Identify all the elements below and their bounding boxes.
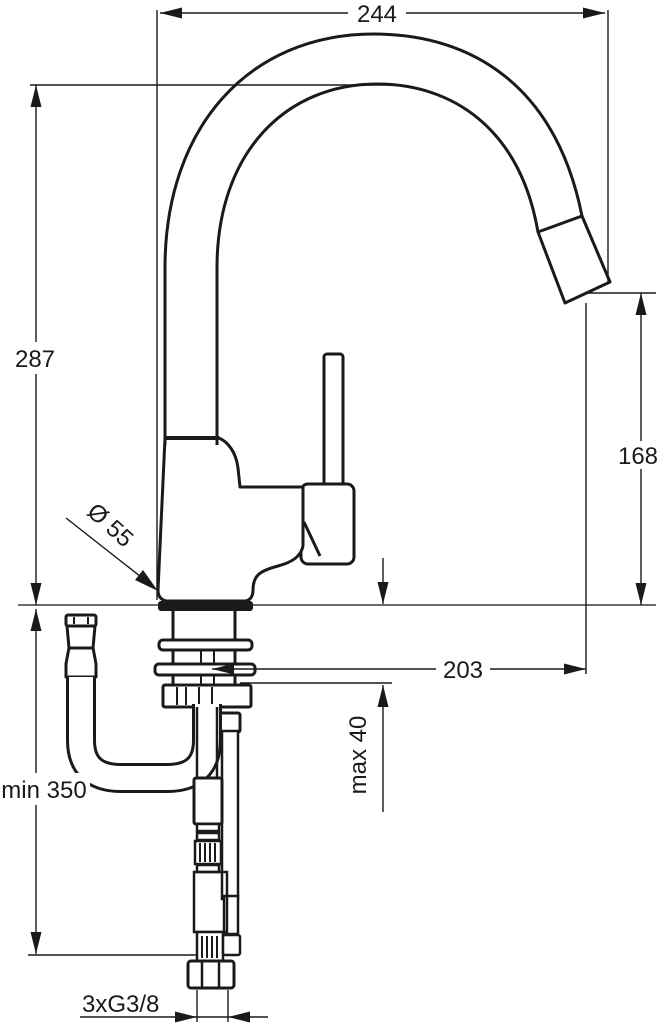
arrowhead (228, 1011, 250, 1023)
hose-connector (64, 613, 98, 679)
dimension-max-deck-thickness: max 40 (240, 558, 392, 812)
arrowhead (635, 583, 647, 605)
dimension-supply-thread: 3xG3/8 (80, 990, 268, 1023)
gooseneck-spout (163, 32, 584, 445)
dim-label-thread: 3xG3/8 (82, 991, 159, 1018)
arrowhead (175, 1011, 197, 1023)
dimension-outlet-height: 168 (588, 292, 659, 605)
arrowhead (135, 570, 158, 591)
dim-label-min350: min 350 (1, 777, 86, 804)
handle-base (299, 482, 356, 566)
dim-label-max40: max 40 (345, 716, 372, 795)
dimension-base-diameter: Ø 55 (65, 498, 158, 591)
dimension-min-clearance: min 350 (0, 609, 196, 956)
arrowhead (160, 7, 182, 19)
pull-out-hose (66, 677, 222, 793)
dim-label-287: 287 (15, 346, 55, 373)
supply-tail-pipe (215, 711, 242, 936)
connection-hex-nut (186, 959, 236, 990)
arrowhead (30, 932, 42, 954)
arrowhead (212, 663, 234, 675)
faucet-body (156, 436, 322, 611)
dimension-spout-reach: 203 (212, 303, 587, 684)
mounting-nut (161, 683, 253, 709)
dim-label-diameter: Ø 55 (82, 498, 139, 553)
supply-hose-assembly (186, 707, 242, 990)
arrowhead (30, 85, 42, 107)
arrowhead (30, 583, 42, 605)
dim-label-168: 168 (618, 443, 658, 470)
dim-label-203: 203 (443, 657, 483, 684)
base-gasket (158, 601, 253, 611)
arrowhead (564, 663, 586, 675)
dim-label-244: 244 (357, 1, 397, 28)
dimension-body-height: 287 (14, 84, 392, 605)
arrowhead (635, 293, 647, 315)
spray-head (536, 214, 612, 305)
arrowhead (30, 609, 42, 631)
handle-lever (322, 352, 345, 488)
arrowhead (583, 7, 605, 19)
arrowhead (377, 582, 389, 604)
arrowhead (377, 685, 389, 707)
dimension-spout-span: 244 (156, 0, 609, 600)
mounting-washers (153, 638, 257, 677)
